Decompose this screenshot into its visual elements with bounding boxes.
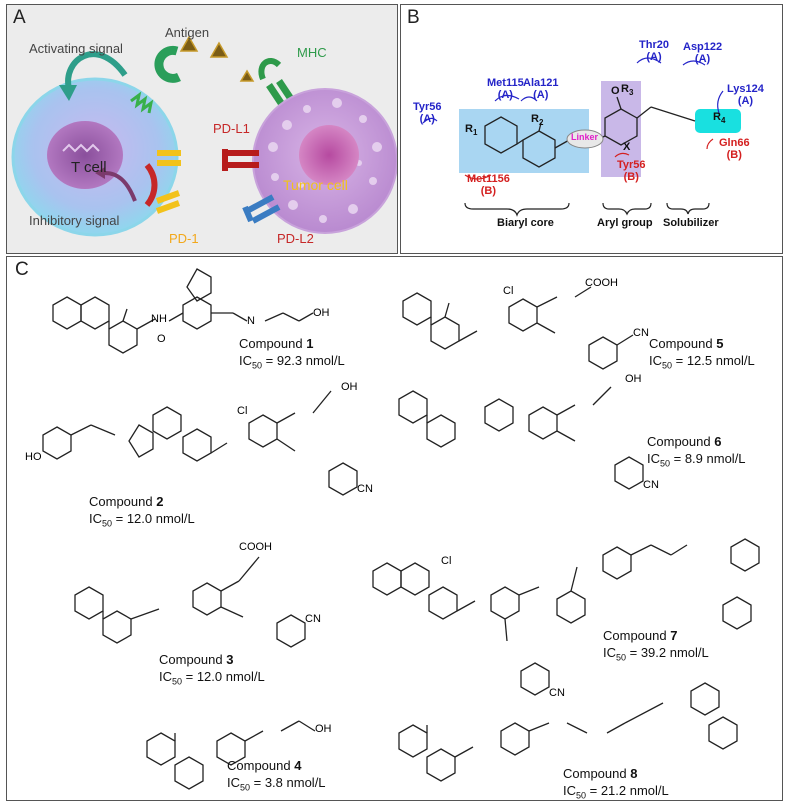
compound-8-caption: Compound 8 IC50 = 21.2 nmol/L bbox=[563, 766, 669, 801]
panel-c: C NH O N OH Cl COOH CN HO Cl OH CN OH CN… bbox=[6, 256, 783, 801]
tumor-cell-label: Tumor cell bbox=[283, 177, 348, 193]
linker-label: Linker bbox=[571, 132, 599, 142]
panel-a: A Activating signal Antigen MHC PD-L1 T … bbox=[6, 4, 398, 254]
immune-checkpoint-illustration bbox=[11, 35, 397, 237]
compound-8-structure bbox=[398, 682, 738, 782]
inhibitory-signal-arrow bbox=[104, 171, 137, 202]
residue-tyr56-b: Tyr56(B) bbox=[617, 159, 646, 183]
inhibitory-signal-label: Inhibitory signal bbox=[29, 213, 120, 228]
region-braces bbox=[464, 202, 710, 217]
residue-lys124-a: Lys124(A) bbox=[727, 83, 764, 107]
r2-label: R2 bbox=[531, 113, 544, 128]
pharmacophore-diagram bbox=[422, 57, 741, 217]
atom-label: CN bbox=[633, 327, 649, 339]
t-cell-nucleus bbox=[47, 121, 123, 189]
compound-5-caption: Compound 5 IC50 = 12.5 nmol/L bbox=[649, 336, 755, 371]
compound-2-structure bbox=[42, 390, 358, 496]
solubilizer-box bbox=[695, 109, 741, 133]
o-label: O bbox=[611, 85, 620, 97]
atom-label: CN bbox=[549, 687, 565, 699]
compound-1-caption: Compound 1 IC50 = 92.3 nmol/L bbox=[239, 336, 345, 371]
aryl-group-label: Aryl group bbox=[597, 217, 653, 229]
tumor-cell-nucleus bbox=[299, 125, 359, 185]
compound-6-structure bbox=[398, 386, 644, 490]
pd-1-label: PD-1 bbox=[169, 231, 199, 246]
pd-1-receptor bbox=[155, 150, 181, 214]
panel-b: B Tyr56(A) Met115(A) Ala121(A) Thr20(A) … bbox=[400, 4, 783, 254]
atom-label: CN bbox=[357, 483, 373, 495]
t-cell-label: T cell bbox=[71, 159, 107, 176]
atom-label: OH bbox=[315, 723, 332, 735]
solubilizer-label: Solubilizer bbox=[663, 217, 719, 229]
compound-1-structure bbox=[52, 268, 314, 354]
r4-label: R4 bbox=[713, 111, 726, 126]
compound-3-structure bbox=[74, 556, 306, 648]
compound-4-structure bbox=[146, 720, 316, 790]
atom-label: CN bbox=[305, 613, 321, 625]
atom-label: Cl bbox=[503, 285, 514, 297]
biaryl-core-label: Biaryl core bbox=[497, 217, 554, 229]
atom-label: COOH bbox=[585, 277, 618, 289]
residue-tyr56-a: Tyr56(A) bbox=[413, 101, 442, 125]
atom-label: OH bbox=[341, 381, 358, 393]
pd-l2-ligand bbox=[242, 194, 281, 224]
pd-l1-ligand bbox=[222, 149, 259, 171]
antigen-label: Antigen bbox=[165, 25, 210, 40]
atom-label: OH bbox=[313, 307, 330, 319]
antigen-icon bbox=[179, 35, 199, 52]
atom-label: O bbox=[157, 333, 166, 345]
aryl-ring-structure bbox=[602, 96, 696, 146]
tcr-receptor bbox=[130, 45, 181, 114]
activating-signal-label: Activating signal bbox=[29, 41, 123, 56]
panel-c-label: C bbox=[15, 259, 29, 280]
residue-met1156-b: Met1156(B) bbox=[467, 173, 510, 197]
chain-b-contacts bbox=[464, 138, 714, 180]
chain-a-contacts bbox=[422, 57, 724, 124]
atom-label: OH bbox=[625, 373, 642, 385]
residue-thr20-a: Thr20(A) bbox=[639, 39, 669, 63]
residue-ala121-a: Ala121(A) bbox=[523, 77, 559, 101]
compound-5-structure bbox=[402, 286, 634, 370]
pd-l1-label: PD-L1 bbox=[213, 121, 250, 136]
antigen-icon bbox=[209, 41, 229, 58]
residue-met115-a: Met115(A) bbox=[487, 77, 524, 101]
panel-b-label: B bbox=[407, 7, 420, 28]
atom-label: HO bbox=[25, 451, 42, 463]
atom-label: Cl bbox=[237, 405, 248, 417]
atom-label: CN bbox=[643, 479, 659, 491]
tumor-cell-texture bbox=[268, 98, 382, 223]
aryl-group-box bbox=[601, 81, 641, 177]
pd-l2-label: PD-L2 bbox=[277, 231, 314, 246]
compound-2-caption: Compound 2 IC50 = 12.0 nmol/L bbox=[89, 494, 195, 529]
pd-1-signal-bar bbox=[144, 163, 158, 207]
r3-label: R3 bbox=[621, 83, 634, 98]
atom-label: Cl bbox=[441, 555, 452, 567]
antigen-icon bbox=[239, 69, 255, 82]
compound-3-caption: Compound 3 IC50 = 12.0 nmol/L bbox=[159, 652, 265, 687]
compound-6-caption: Compound 6 IC50 = 8.9 nmol/L bbox=[647, 434, 746, 469]
dna-icon bbox=[62, 143, 100, 153]
residue-asp122-a: Asp122(A) bbox=[683, 41, 723, 65]
atom-label: COOH bbox=[239, 541, 272, 553]
linker-ellipse bbox=[566, 129, 604, 149]
compound-4-caption: Compound 4 IC50 = 3.8 nmol/L bbox=[227, 758, 326, 793]
activating-signal-arrow bbox=[65, 51, 128, 90]
compound-7-caption: Compound 7 IC50 = 39.2 nmol/L bbox=[603, 628, 709, 663]
residue-gln66-b: Gln66(B) bbox=[719, 137, 750, 161]
compound-structures bbox=[42, 268, 760, 790]
mhc-label: MHC bbox=[297, 45, 327, 60]
atom-label: N bbox=[247, 315, 255, 327]
panel-a-label: A bbox=[13, 7, 26, 28]
r1-label: R1 bbox=[465, 123, 478, 138]
x-label: X bbox=[623, 141, 631, 153]
atom-label: NH bbox=[151, 313, 167, 325]
compound-7-structure bbox=[372, 538, 760, 696]
